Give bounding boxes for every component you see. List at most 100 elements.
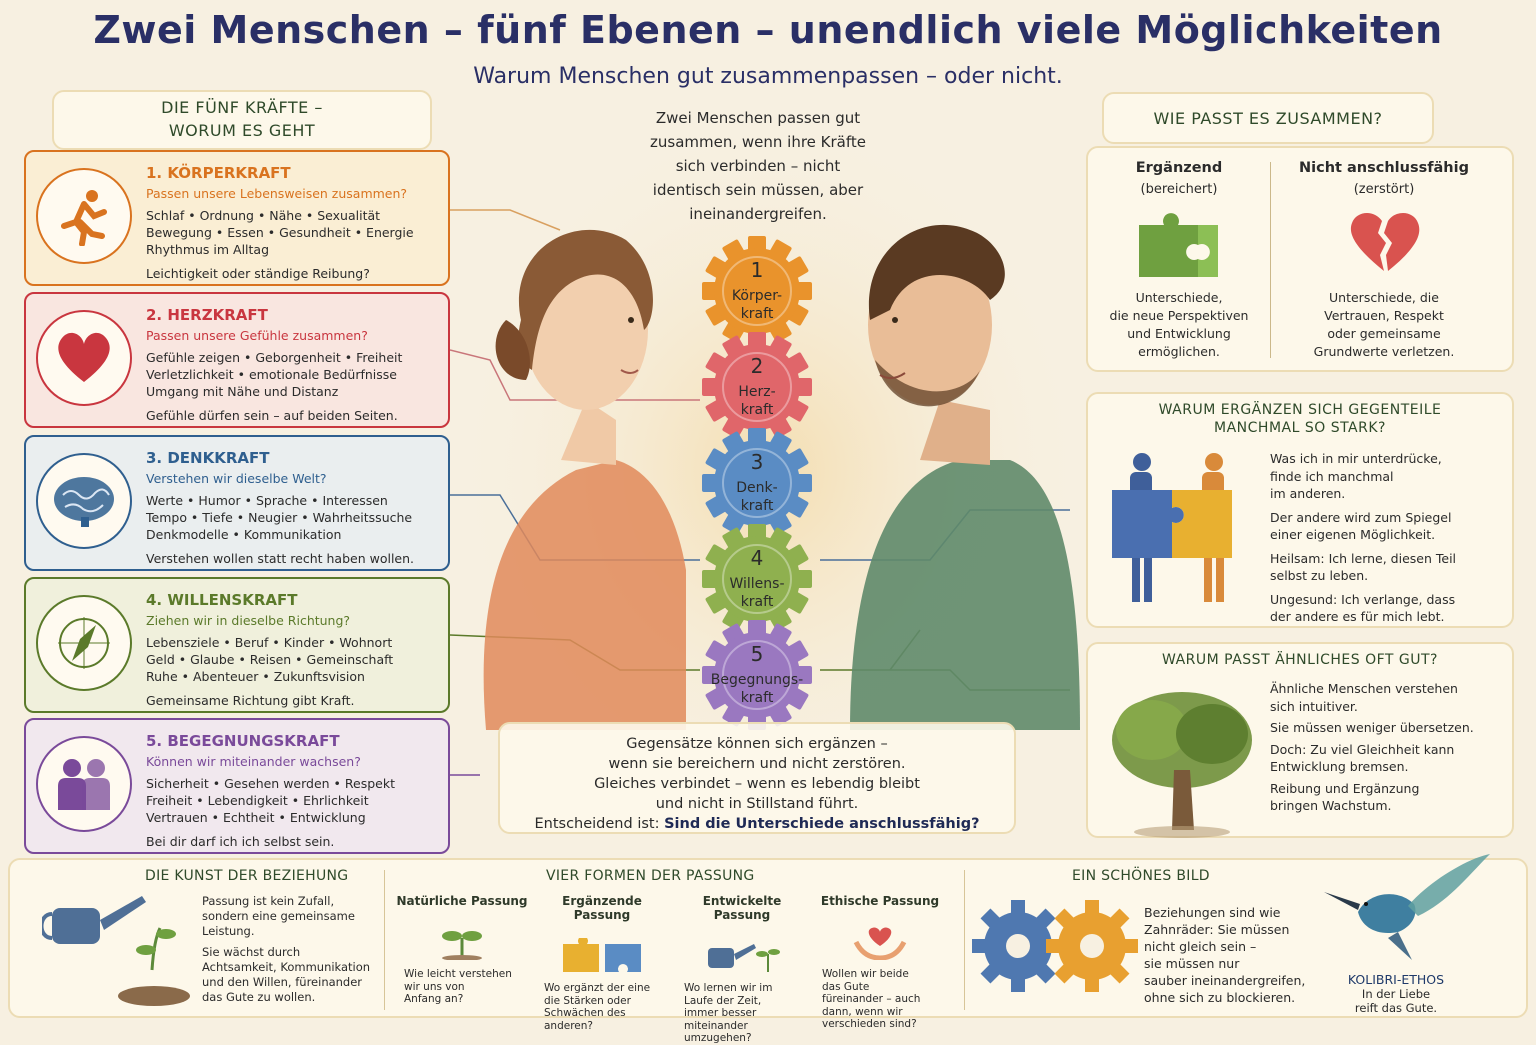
kraft-line: Vertrauen • Echtheit • Entwicklung [146,810,366,825]
text-line: das Gute zu wollen. [202,990,316,1004]
form-desc-line: füreinander – auch [822,993,921,1005]
col-desc: Unterschiede, die Vertrauen, Respekt ode… [1274,289,1494,361]
gear-shape [702,524,812,634]
col-sub: (bereichert) [1140,182,1218,197]
kolibri-line: reift das Gute. [1354,1001,1438,1015]
text-line: Der andere wird zum Spiegel [1270,509,1452,525]
kraft-line: Ruhe • Abenteuer • Zukunftsvision [146,669,365,684]
bottom-band [8,858,1528,1018]
gear-number: 3 [750,450,764,474]
col-desc-line: Unterschiede, die [1329,290,1439,305]
conclusion-line: Gleiches verbindet – wenn es lebendig bl… [594,776,920,792]
gear-shape [702,428,812,538]
vier-formen-header: VIER FORMEN DER PASSUNG [546,868,755,884]
hummingbird-icon [1324,854,1490,960]
heart-in-hands-icon [853,927,907,961]
kraft-summary: Leichtigkeit oder ständige Reibung? [146,266,370,281]
kraft-line: Geld • Glaube • Reisen • Gemeinschaft [146,652,394,667]
text-line: ohne sich zu blockieren. [1144,990,1296,1005]
text-line: nicht gleich sein – [1144,939,1257,954]
gear-shape [702,236,812,346]
kraft-line: Tempo • Tiefe • Neugier • Wahrheitssuche [146,510,413,525]
text-line: sich intuitiver. [1270,698,1358,714]
text-line: Passung ist kein Zufall, [202,894,335,908]
kraft-question: Ziehen wir in dieselbe Richtung? [146,613,351,628]
center-intro-line: zusammen, wenn ihre Kräfte [650,133,866,151]
form-desc-line: Laufe der Zeit, [684,994,762,1007]
text-line: selbst zu leben. [1270,568,1369,583]
col-desc-line: Unterschiede, [1135,290,1223,305]
two-people-puzzle-icon [1112,453,1232,602]
schoenes-bild-text: Beziehungen sind wie Zahnräder: Sie müss… [1144,904,1314,1006]
compass-icon [36,595,132,691]
center-intro: Zwei Menschen passen gut zusammen, wenn … [630,106,886,226]
col-desc-line: die neue Perspektiven [1109,308,1249,323]
man-figure [850,224,1080,730]
kraft-summary: Gemeinsame Richtung gibt Kraft. [146,693,355,708]
text-line: Zahnräder: Sie müssen [1144,922,1290,937]
kraft-line: Schlaf • Ordnung • Nähe • Sexualität [146,208,381,223]
page-title: Zwei Menschen – fünf Ebenen – unendlich … [93,8,1443,52]
gear-label-1: Herz- [738,384,776,400]
kraft-line: Denkmodelle • Kommunikation [146,527,342,542]
kraft-line: Werte • Humor • Sprache • Interessen [146,493,388,508]
col-desc: Unterschiede, die neue Perspektiven und … [1088,289,1270,361]
kraft-title: 4. WILLENSKRAFT [146,591,298,609]
kraft-summary: Gefühle dürfen sein – auf beiden Seiten. [146,408,398,423]
col-desc-line: Grundwerte verletzen. [1313,344,1455,359]
aehnliches-text: Ähnliche Menschen verstehen sich intuiti… [1270,680,1506,815]
text-line: finde ich manchmal [1270,468,1394,484]
text-line: Ähnliche Menschen verstehen [1270,681,1458,696]
text-line: sie müssen nur [1144,956,1240,971]
center-intro-line: Zwei Menschen passen gut [655,109,861,127]
kraft-line: Freiheit • Lebendigkeit • Ehrlichkeit [146,793,369,808]
form-desc-line: Wollen wir beide [822,968,909,980]
text-line: Leistung. [202,924,255,938]
form-title: Natürliche Passung [396,894,528,908]
text-line: Sie wächst durch [202,945,301,959]
text-line: sondern eine gemeinsame [202,909,355,923]
form-desc-line: miteinander [684,1019,748,1032]
form-desc-line: Schwächen des [544,1007,626,1019]
gear-label-2: kraft [740,498,774,514]
text-line: Doch: Zu viel Gleichheit kann [1270,741,1455,757]
gear-number: 5 [750,642,764,666]
col-desc-line: oder gemeinsame [1327,326,1441,341]
passung-compare-panel: Ergänzend (bereichert) Unterschiede, die… [1086,146,1514,372]
form-desc-line: das Gute [822,980,870,993]
gear-label-1: Begegnungs- [710,672,804,688]
kraft-card-4: 4. WILLENSKRAFT Ziehen wir in dieselbe Ri… [24,577,450,713]
text-line: Heilsam: Ich lerne, diesen Teil [1270,550,1457,566]
text-line: sauber ineinandergreifen, [1144,973,1306,988]
kraft-summary: Verstehen wollen statt recht haben wolle… [146,551,415,566]
broken-heart-icon [1350,212,1420,271]
col-desc-line: und Entwicklung [1127,326,1231,341]
kraft-title: 2. HERZKRAFT [146,306,268,324]
form-title: Ethische Passung [820,894,940,908]
form-desc-line: Wo lernen wir im [684,982,773,994]
kraft-summary: Bei dir darf ich ich selbst sein. [146,834,335,849]
conclusion-line: wenn sie bereichern und nicht zerstören. [608,756,906,772]
center-intro-line: sich verbinden – nicht [675,157,841,175]
two-gears-icon [972,900,1138,992]
watering-can-icon [42,896,190,1006]
brain-icon [36,453,132,549]
gegenteile-header-2: MANCHMAL SO STARK? [1214,420,1386,436]
aehnliches-header: WARUM PASST ÄHNLICHES OFT GUT? [1162,652,1438,668]
right-header-panel: WIE PASST ES ZUSAMMEN? [1102,92,1434,144]
gear-shape [702,332,812,442]
kraft-question: Können wir miteinander wachsen? [146,754,361,769]
right-header: WIE PASST ES ZUSAMMEN? [1153,109,1383,128]
text-line: Reibung und Ergänzung [1270,780,1420,796]
kolibri-line: In der Liebe [1361,987,1431,1001]
text-line: bringen Wachstum. [1270,798,1392,813]
form-desc-line: anderen? [544,1019,593,1032]
